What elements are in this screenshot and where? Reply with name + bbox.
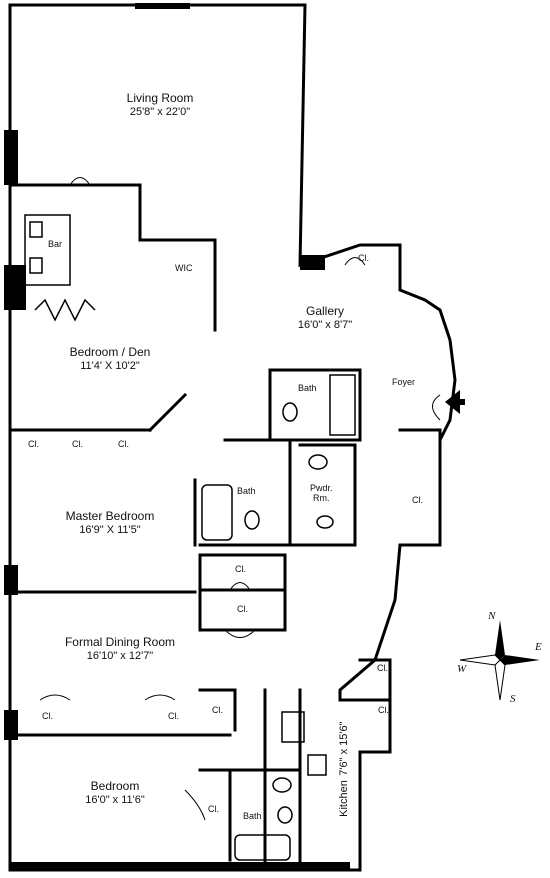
closet-label: Cl. [208,804,219,814]
door-swing [432,394,441,421]
room-name: Kitchen [337,780,350,817]
dining-room-label: Formal Dining Room 16'10" x 12'7" [40,635,200,662]
compass-south: S [510,693,516,705]
wall-block [4,265,26,310]
closet-label: Cl. [212,705,223,715]
powder-label-line1: Pwdr. [310,483,333,493]
room-name: Formal Dining Room [64,635,176,649]
room-name: Living Room [126,91,194,105]
room-name: Bedroom / Den [69,345,151,359]
room-name: Gallery [305,304,344,318]
wall-block [135,3,190,9]
wall-block [4,565,18,595]
room-dimensions: 16'0" x 8'7" [297,318,353,331]
bath-label: Bath [243,811,262,821]
room-dimensions: 11'4' X 10'2" [80,359,140,372]
closet-label: Cl. [358,253,369,263]
wall [358,658,392,702]
bar-sink [29,221,43,238]
wall [268,368,362,442]
wall [147,392,188,433]
compass-rose-icon [459,620,540,701]
door-swing [39,694,71,701]
sink [316,515,334,529]
stove [281,711,305,743]
bathtub [201,484,233,541]
bathtub [234,834,291,861]
wall [223,438,292,547]
foyer-label: Foyer [392,377,416,387]
toilet [272,777,292,793]
wic-label: WIC [175,263,193,273]
room-dimensions: 16'9" X 11'5" [79,523,141,536]
compass-north: N [488,610,496,622]
closet-label: Cl. [42,711,53,721]
powder-room-label: Pwdr. Rm. [310,483,333,504]
bar-appliance [29,257,43,274]
room-dimensions: 16'10" x 12'7" [86,649,154,662]
closet-label: Cl. [237,604,248,614]
bar-label: Bar [48,239,63,249]
closet-label: Cl. [28,439,39,449]
shower [329,374,356,436]
room-name: Bedroom [90,779,140,793]
living-room-label: Living Room 25'8" x 22'0" [95,91,225,118]
wall-block [10,862,350,870]
wall-block [4,130,18,185]
wall [198,588,287,632]
exterior-wall [8,3,457,872]
bath-label: Bath [237,486,256,496]
room-dimensions: 16'0" x 11'6" [85,793,145,806]
door-swing [229,582,251,591]
toilet [308,454,328,470]
closet-label: Cl. [168,711,179,721]
toilet [282,402,298,422]
bedroom-den-label: Bedroom / Den 11'4' X 10'2" [45,345,175,372]
closet-label: Cl. [412,495,423,505]
room-dimensions: 25'8" x 22'0" [129,105,191,118]
kitchen-label: Kitchen 7'6" x 15'6" [334,714,352,824]
compass: N S E W [455,610,545,705]
sink [307,754,327,776]
door-swing [344,257,366,266]
closet-label: Cl. [118,439,129,449]
bath-label: Bath [298,383,317,393]
wall [8,183,217,332]
door-swing [184,789,206,821]
bar-counter [24,214,71,286]
closet-doors [34,298,96,322]
gallery-label: Gallery 16'0" x 8'7" [275,304,375,331]
wall [398,428,442,547]
wall [298,443,357,547]
door-swing [69,177,91,186]
closet-label: Cl. [378,705,389,715]
entry-arrow [445,390,460,414]
closet-label: Cl. [72,439,83,449]
room-name: Master Bedroom [65,509,155,523]
powder-label-line2: Rm. [313,492,330,503]
compass-west: W [457,663,467,675]
wall [198,768,232,862]
closet-label: Cl. [235,564,246,574]
toilet [244,510,260,530]
compass-east: E [535,641,542,653]
bedroom-label: Bedroom 16'0" x 11'6" [60,779,170,806]
door-swing [224,629,256,638]
door-swing [144,694,176,701]
room-dimensions: 7'6" x 15'6" [337,721,350,776]
wall-block [4,710,18,740]
wall [198,688,237,732]
master-bedroom-label: Master Bedroom 16'9" X 11'5" [40,509,180,536]
wall-block [300,255,325,270]
sink [277,806,293,824]
closet-label: Cl. [377,663,388,673]
